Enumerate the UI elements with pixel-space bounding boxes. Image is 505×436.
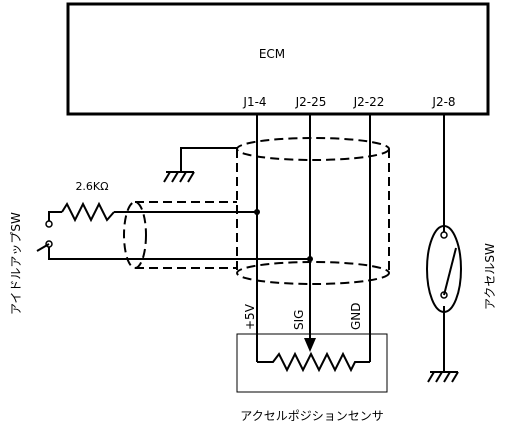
- accel-ground-icon: [427, 371, 459, 383]
- idle-switch-wires: [48, 211, 310, 260]
- accel-switch-lever: [443, 247, 457, 296]
- resistor-2.6k: [61, 201, 115, 223]
- pin-label-j2-8: J2-8: [431, 95, 455, 109]
- accel-switch-outline: [426, 225, 462, 313]
- idle-switch-contact-top: [45, 220, 53, 228]
- potentiometer: [257, 351, 370, 373]
- sensor-pin-plus5v: +5V: [243, 303, 257, 330]
- resistor-label: 2.6KΩ: [75, 180, 108, 193]
- junction-j1-4: [254, 209, 260, 215]
- signal-wires: [256, 114, 445, 372]
- sensor-pin-sig: SIG: [292, 310, 306, 330]
- junction-j2-25: [307, 256, 313, 262]
- sensor-pin-gnd: GND: [349, 302, 363, 330]
- accel-switch-label: アクセルSW: [483, 243, 497, 310]
- sensor-box: [236, 333, 388, 393]
- sensor-name: アクセルポジションセンサ: [240, 409, 383, 423]
- idle-switch-lever: [36, 243, 50, 252]
- ground-icon: [163, 171, 195, 183]
- pin-label-j2-25: J2-25: [295, 95, 327, 109]
- ecm-box: [66, 2, 490, 116]
- ecm-label: ECM: [259, 47, 285, 61]
- idle-switch-label: アイドルアップSW: [9, 212, 23, 315]
- wiper-arrow: [304, 338, 316, 352]
- pin-label-j2-22: J2-22: [353, 95, 385, 109]
- accel-switch-contact-top: [440, 231, 448, 239]
- shield-drain-wire: [180, 147, 237, 172]
- idle-shield: [123, 201, 237, 269]
- pin-label-j1-4: J1-4: [242, 95, 266, 109]
